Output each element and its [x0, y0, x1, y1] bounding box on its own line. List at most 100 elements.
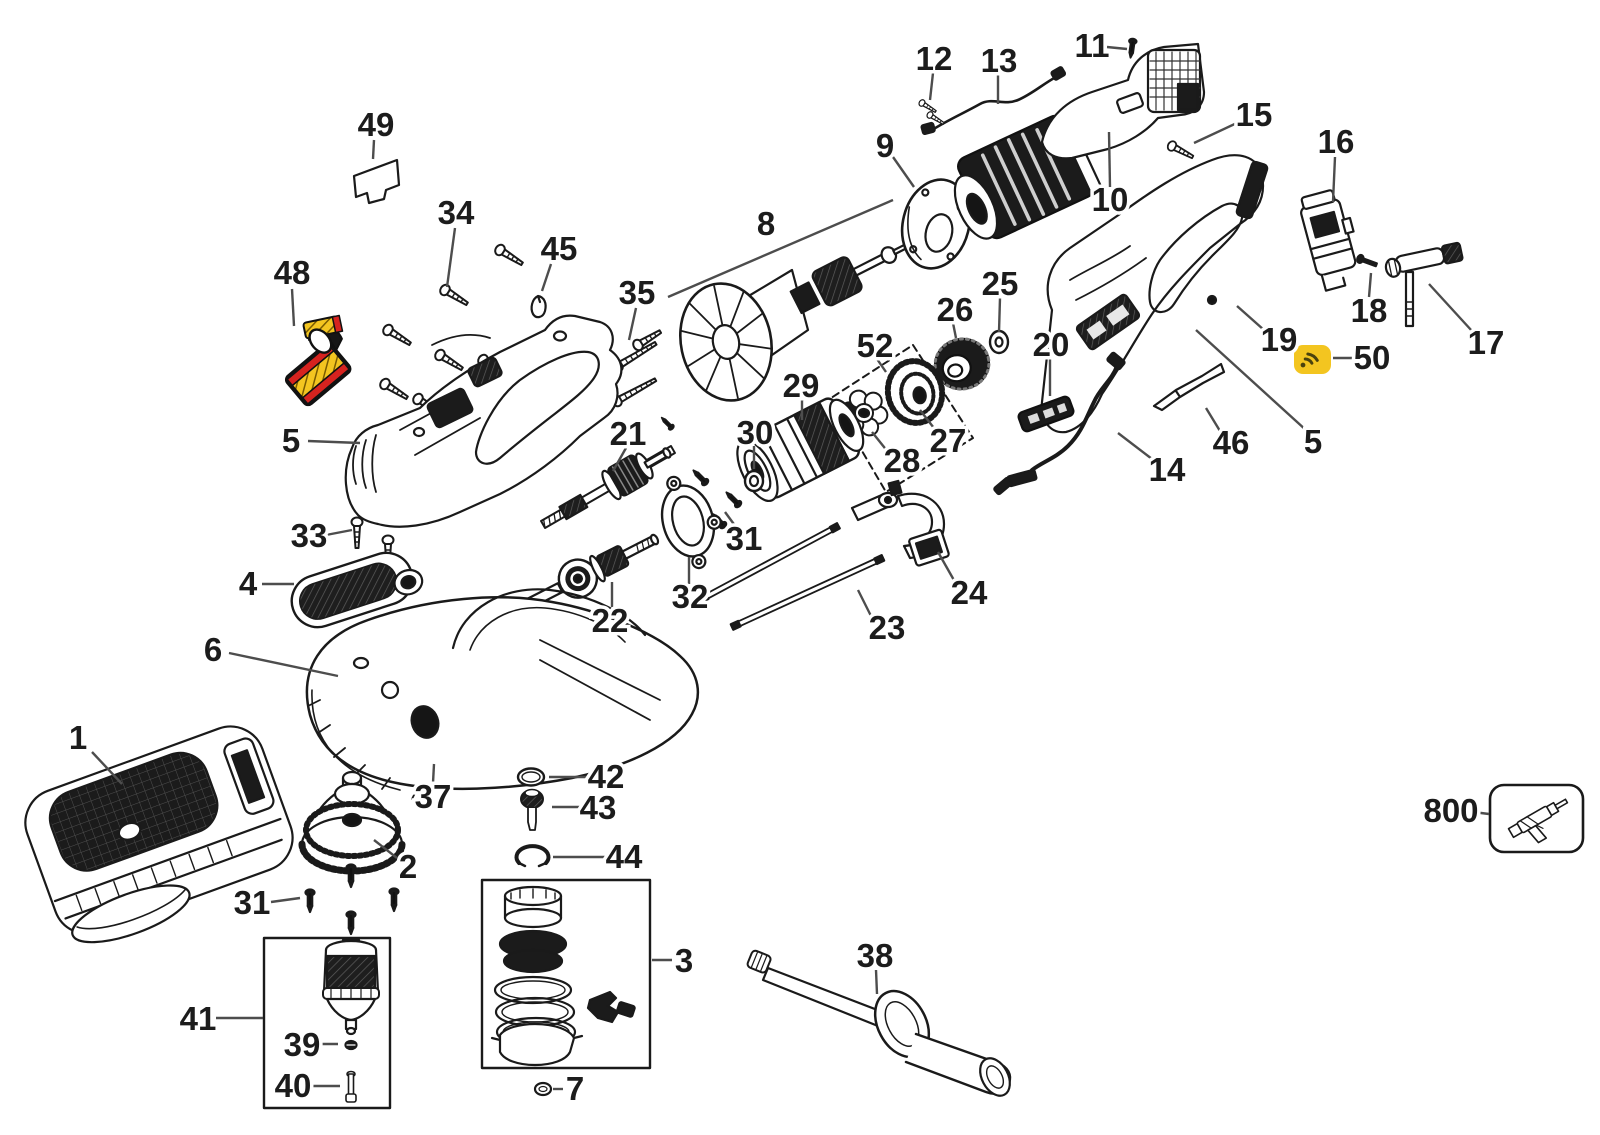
callout-31[interactable]: 31 [230, 881, 301, 925]
part-number-42[interactable]: 42 [584, 755, 628, 799]
callout-18[interactable]: 18 [1347, 272, 1391, 333]
callout-8[interactable]: 8 [667, 198, 894, 299]
part-number-37[interactable]: 37 [411, 775, 455, 819]
part-number-18[interactable]: 18 [1347, 289, 1391, 333]
callout-49[interactable]: 49 [354, 103, 398, 160]
callout-10[interactable]: 10 [1088, 131, 1132, 222]
callout-27[interactable]: 27 [919, 409, 970, 463]
part-number-2[interactable]: 2 [395, 845, 420, 889]
part-number-44[interactable]: 44 [602, 835, 646, 879]
part-number-17[interactable]: 17 [1464, 321, 1508, 365]
part-number-8[interactable]: 8 [753, 202, 778, 246]
callout-17[interactable]: 17 [1428, 283, 1508, 365]
part-number-34[interactable]: 34 [434, 191, 478, 235]
callout-23[interactable]: 23 [856, 589, 909, 650]
callout-4[interactable]: 4 [235, 562, 294, 606]
callout-41[interactable]: 41 [176, 997, 263, 1041]
part-number-15[interactable]: 15 [1232, 93, 1276, 137]
callout-14[interactable]: 14 [1117, 432, 1189, 492]
part-number-800[interactable]: 800 [1420, 789, 1482, 833]
callout-35[interactable]: 35 [615, 271, 659, 341]
part-number-5[interactable]: 5 [1300, 420, 1325, 464]
part-number-41[interactable]: 41 [176, 997, 220, 1041]
callout-44[interactable]: 44 [553, 835, 646, 879]
callout-7[interactable]: 7 [553, 1067, 588, 1111]
part-number-9[interactable]: 9 [872, 124, 897, 168]
part-number-39[interactable]: 39 [280, 1023, 324, 1067]
callout-48[interactable]: 48 [270, 251, 314, 327]
callout-30[interactable]: 30 [733, 411, 777, 469]
part-number-38[interactable]: 38 [853, 934, 897, 978]
part-number-20[interactable]: 20 [1029, 323, 1073, 367]
callout-42[interactable]: 42 [549, 755, 628, 799]
callout-39[interactable]: 39 [280, 1023, 338, 1067]
callout-5[interactable]: 5 [278, 419, 361, 463]
callout-13[interactable]: 13 [977, 39, 1021, 104]
part-number-50[interactable]: 50 [1350, 336, 1394, 380]
callout-52[interactable]: 52 [853, 324, 897, 373]
callout-43[interactable]: 43 [552, 786, 620, 830]
part-number-3[interactable]: 3 [671, 939, 696, 983]
part-number-16[interactable]: 16 [1314, 120, 1358, 164]
callout-2[interactable]: 2 [373, 839, 421, 889]
callout-50[interactable]: 50 [1333, 336, 1394, 380]
part-number-35[interactable]: 35 [615, 271, 659, 315]
part-number-19[interactable]: 19 [1257, 318, 1301, 362]
callout-38[interactable]: 38 [853, 934, 897, 995]
callout-32[interactable]: 32 [668, 557, 712, 619]
callout-1[interactable]: 1 [65, 716, 123, 785]
part-number-13[interactable]: 13 [977, 39, 1021, 83]
callout-34[interactable]: 34 [434, 191, 478, 288]
callout-26[interactable]: 26 [933, 288, 977, 339]
part-number-10[interactable]: 10 [1088, 178, 1132, 222]
part-50-wireless-tag[interactable] [1294, 345, 1331, 374]
callout-24[interactable]: 24 [936, 551, 991, 615]
part-number-30[interactable]: 30 [733, 411, 777, 455]
part-number-48[interactable]: 48 [270, 251, 314, 295]
part-number-14[interactable]: 14 [1145, 448, 1189, 492]
callout-20[interactable]: 20 [1029, 323, 1073, 396]
callout-12[interactable]: 12 [912, 37, 956, 101]
part-number-33[interactable]: 33 [287, 514, 331, 558]
part-number-31[interactable]: 31 [722, 517, 766, 561]
part-number-49[interactable]: 49 [354, 103, 398, 147]
callout-21[interactable]: 21 [606, 412, 650, 472]
part-number-22[interactable]: 22 [588, 599, 632, 643]
part-48-highlighted-clamp[interactable] [265, 302, 372, 407]
part-number-24[interactable]: 24 [947, 571, 991, 615]
part-number-32[interactable]: 32 [668, 575, 712, 619]
callout-22[interactable]: 22 [588, 582, 632, 643]
part-number-23[interactable]: 23 [865, 606, 909, 650]
part-number-40[interactable]: 40 [271, 1064, 315, 1108]
part-number-31[interactable]: 31 [230, 881, 274, 925]
callout-25[interactable]: 25 [978, 262, 1022, 333]
callout-37[interactable]: 37 [411, 763, 455, 819]
callout-16[interactable]: 16 [1314, 120, 1358, 203]
part-number-27[interactable]: 27 [926, 419, 970, 463]
part-number-52[interactable]: 52 [853, 324, 897, 368]
part-number-45[interactable]: 45 [537, 227, 581, 271]
part-number-7[interactable]: 7 [562, 1067, 587, 1111]
callout-31[interactable]: 31 [722, 511, 766, 561]
callout-9[interactable]: 9 [872, 124, 915, 188]
callout-46[interactable]: 46 [1204, 407, 1253, 465]
callout-40[interactable]: 40 [271, 1064, 340, 1108]
part-number-12[interactable]: 12 [912, 37, 956, 81]
callout-15[interactable]: 15 [1193, 93, 1276, 145]
part-number-5[interactable]: 5 [278, 419, 303, 463]
part-number-1[interactable]: 1 [65, 716, 90, 760]
callout-28[interactable]: 28 [871, 431, 924, 483]
callout-800[interactable]: 800 [1420, 789, 1490, 833]
callout-11[interactable]: 11 [1071, 24, 1128, 68]
callout-19[interactable]: 19 [1236, 305, 1301, 362]
part-number-21[interactable]: 21 [606, 412, 650, 456]
callout-3[interactable]: 3 [652, 939, 697, 983]
part-number-6[interactable]: 6 [200, 628, 225, 672]
part-number-25[interactable]: 25 [978, 262, 1022, 306]
part-number-26[interactable]: 26 [933, 288, 977, 332]
part-number-11[interactable]: 11 [1071, 24, 1113, 68]
part-number-46[interactable]: 46 [1209, 421, 1253, 465]
callout-45[interactable]: 45 [537, 227, 581, 292]
callout-6[interactable]: 6 [200, 628, 339, 678]
part-number-28[interactable]: 28 [880, 439, 924, 483]
